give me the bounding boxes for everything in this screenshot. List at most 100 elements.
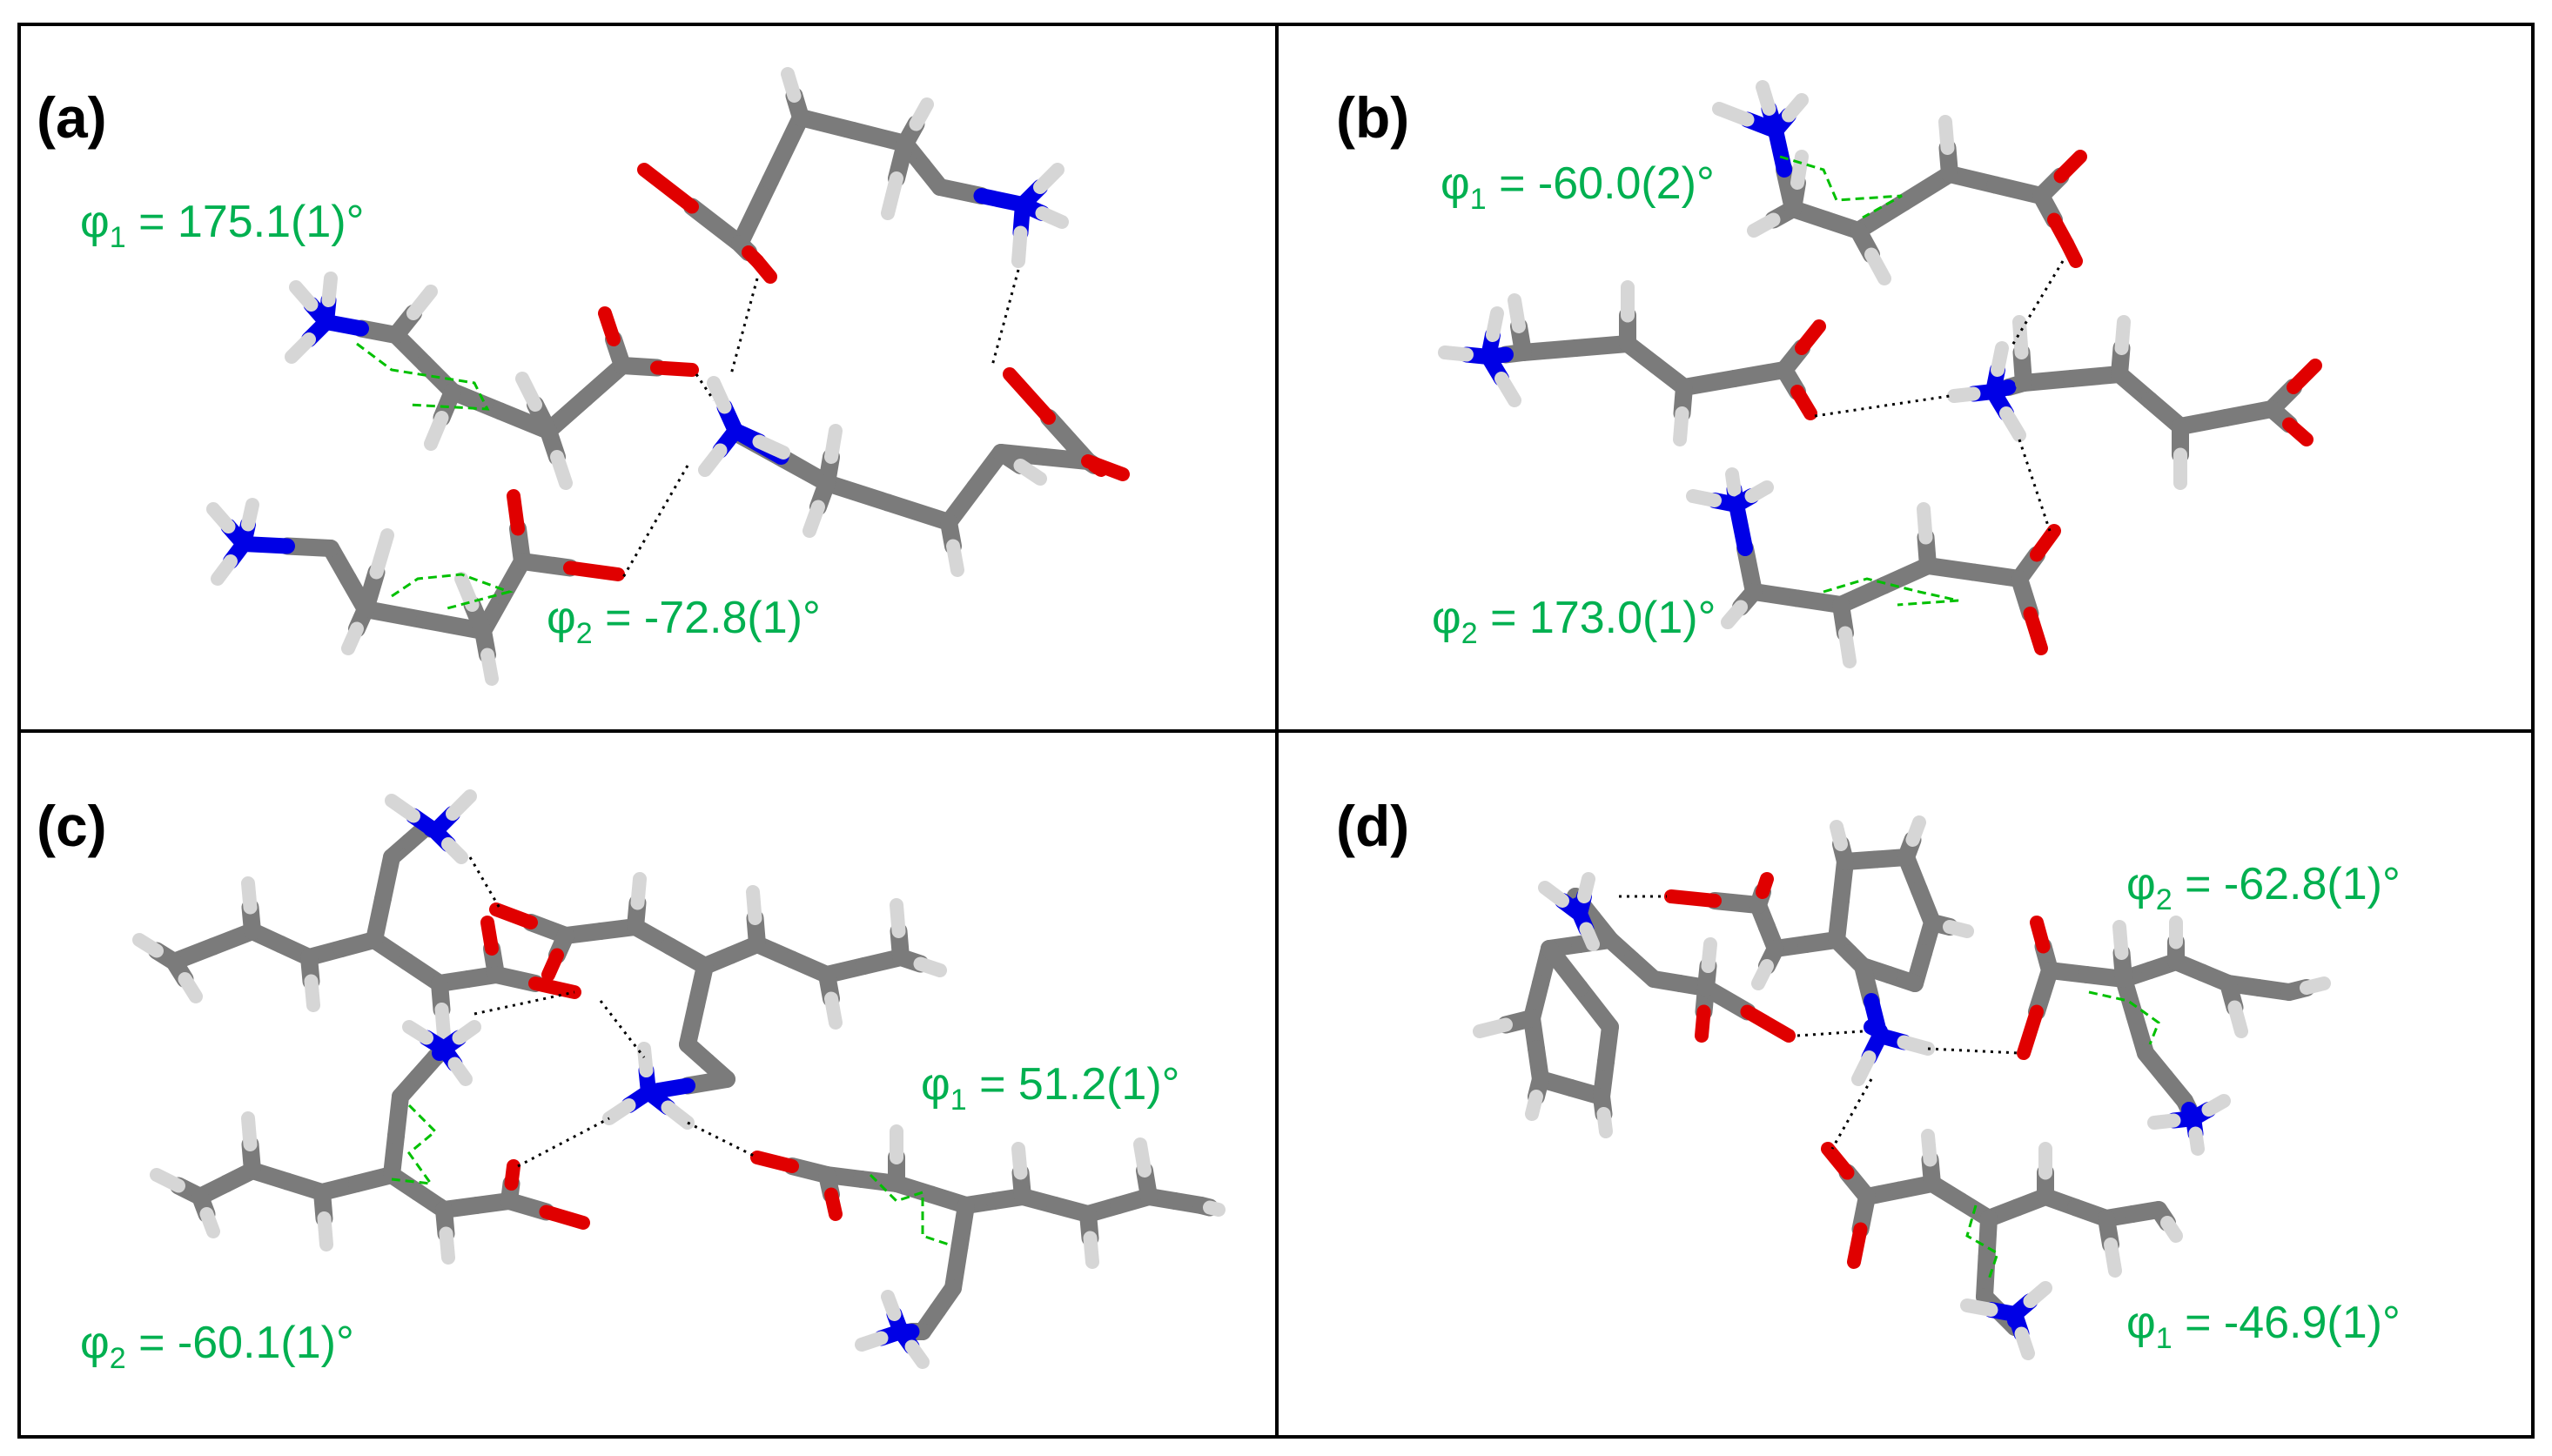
- bond-h: [1744, 480, 1774, 503]
- bond-h: [1538, 881, 1569, 908]
- bond-h: [1999, 406, 2026, 442]
- bond-h: [2201, 1094, 2231, 1117]
- bond-h: [241, 876, 258, 915]
- hydrogen-bond: [991, 269, 1020, 366]
- bond-h: [406, 285, 438, 320]
- bond-h: [1830, 820, 1848, 851]
- hydrogen-bond: [695, 373, 715, 401]
- panel-d-molecules: [1473, 815, 2331, 1360]
- bond-o: [2017, 1004, 2044, 1060]
- angle-label-b-phi2: φ2 = 173.0(1)°: [1432, 593, 1716, 650]
- bond-o: [598, 306, 621, 346]
- bond-h: [1525, 1090, 1543, 1121]
- bond-h: [1943, 920, 1974, 938]
- bond-h: [241, 498, 259, 532]
- bond-c: [683, 198, 749, 252]
- bond-o: [539, 1204, 590, 1230]
- bond-o: [637, 163, 699, 214]
- bond-o: [750, 254, 777, 284]
- hydrogen-bond: [729, 278, 759, 375]
- bond-h: [321, 272, 338, 307]
- bond-o: [2053, 150, 2087, 184]
- bond-h: [385, 794, 420, 823]
- bond-o: [2023, 607, 2048, 655]
- bond-h: [447, 1057, 473, 1086]
- bond-h: [1203, 1200, 1226, 1217]
- bond-o: [824, 1187, 843, 1221]
- torsion-marker: [2088, 990, 2160, 1045]
- bond-h: [2104, 1238, 2122, 1278]
- torsion-marker: [391, 1104, 438, 1185]
- bond-h: [1035, 206, 1069, 229]
- angle-label-c-phi2: φ2 = -60.1(1)°: [80, 1318, 354, 1375]
- bond-h: [369, 528, 394, 580]
- bond-h: [904, 1339, 930, 1369]
- bond-c: [879, 493, 957, 531]
- bond-h: [2227, 1000, 2248, 1038]
- bond-h: [1473, 1017, 1513, 1038]
- bond-h: [1790, 150, 1809, 190]
- hydrogen-bond: [1796, 1030, 1864, 1037]
- bond-h: [1947, 386, 1981, 403]
- bond-h: [2014, 1326, 2035, 1360]
- bond-h: [304, 974, 320, 1012]
- bond-h: [881, 1290, 902, 1321]
- bond-h: [1438, 346, 1474, 362]
- bond-h: [1838, 626, 1857, 668]
- bond-o: [2282, 417, 2314, 446]
- bond-c: [1850, 193, 1913, 239]
- bond-h: [781, 67, 802, 103]
- bond-h: [1011, 1142, 1028, 1180]
- bond-h: [1897, 1035, 1935, 1056]
- bond-o: [528, 976, 581, 999]
- bond-h: [2147, 1113, 2181, 1130]
- bond-h: [2112, 920, 2129, 960]
- bond-o: [1695, 1004, 1711, 1043]
- bond-o: [650, 360, 699, 377]
- bond-h: [1579, 922, 1600, 951]
- bond-h: [824, 424, 843, 464]
- bond-o: [480, 916, 499, 956]
- bond-c: [818, 474, 897, 512]
- panel-a-molecules: [206, 67, 1130, 686]
- panel-label-c: (c): [37, 794, 107, 858]
- bond-h: [1486, 306, 1504, 342]
- bond-h: [178, 972, 203, 1003]
- bond-c: [1567, 335, 1636, 357]
- bond-h: [515, 372, 542, 412]
- bond-h: [1013, 459, 1047, 486]
- bond-h: [746, 885, 762, 925]
- bond-h: [317, 1211, 333, 1251]
- torsion-marker: [391, 573, 514, 611]
- bond-c: [844, 122, 914, 152]
- bond-o: [507, 489, 525, 536]
- bond-h: [630, 872, 647, 910]
- bond-o: [1081, 454, 1130, 481]
- angle-label-d-phi2: φ2 = -62.8(1)°: [2126, 859, 2401, 916]
- bond-c: [792, 109, 862, 139]
- angle-label-a-phi2: φ2 = -72.8(1)°: [547, 593, 821, 650]
- hydrogen-bond: [2009, 260, 2065, 349]
- hydrogen-bond: [517, 1117, 610, 1168]
- bond-o: [1664, 889, 1722, 908]
- bond-h: [707, 376, 732, 414]
- panel-label-d: (d): [1336, 794, 1409, 858]
- bond-c: [731, 171, 779, 252]
- bond-h: [1921, 1129, 1938, 1167]
- bond-h: [602, 1098, 636, 1125]
- bond-h: [890, 898, 906, 938]
- bond-c: [2028, 962, 2058, 1021]
- bond-c: [514, 553, 579, 577]
- bond-o: [2287, 359, 2322, 394]
- bond-c: [762, 109, 809, 190]
- panel-label-a: (a): [37, 85, 107, 150]
- bond-o: [504, 1159, 520, 1191]
- bond-c: [1514, 339, 1584, 361]
- bond-h: [2012, 315, 2029, 359]
- bond-h: [1508, 293, 1526, 333]
- bond-o: [750, 1151, 799, 1173]
- bond-h: [1960, 1298, 1998, 1317]
- bond-h: [1494, 372, 1521, 407]
- bond-h: [909, 97, 934, 131]
- bond-h: [454, 572, 480, 612]
